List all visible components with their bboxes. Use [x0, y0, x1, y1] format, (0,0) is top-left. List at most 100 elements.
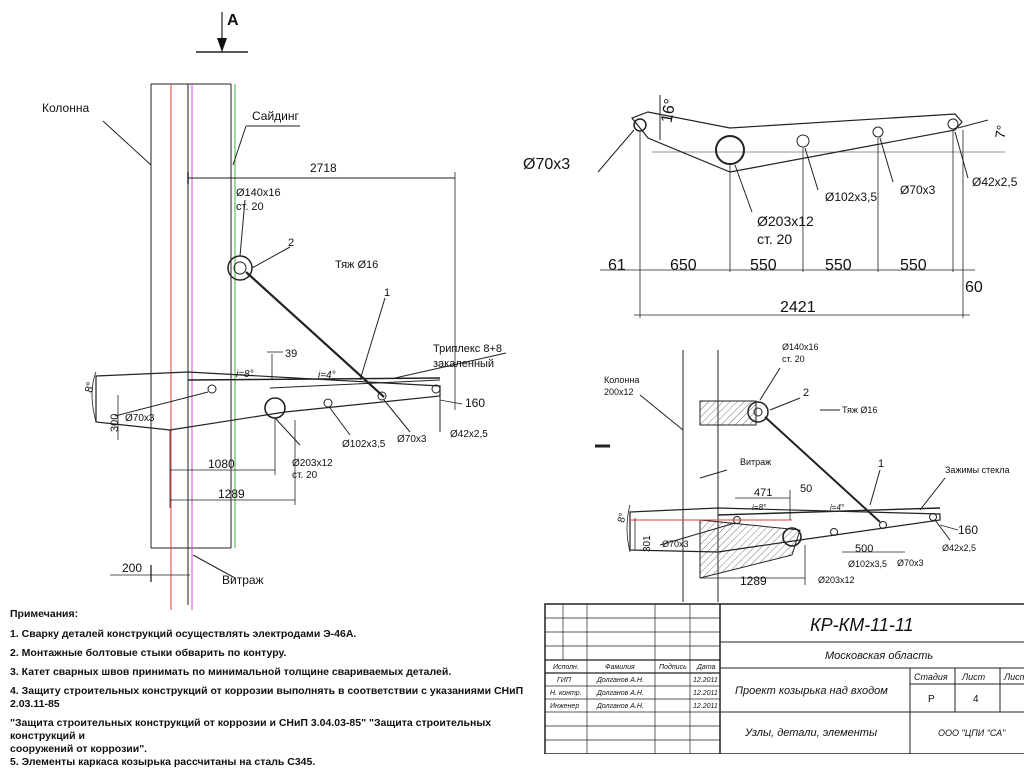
row3-name: Долганов А.Н. — [596, 703, 644, 710]
va-stained-glass-label: Витраж — [740, 457, 771, 467]
va-pipe-203-label: Ø203x12 — [818, 575, 855, 585]
stained-glass-label: Витраж — [222, 573, 264, 587]
dim-2718: 2718 — [310, 161, 337, 175]
va-dim-160: 160 — [958, 523, 978, 537]
title-block — [544, 603, 1024, 754]
stage-value: Р — [928, 694, 935, 705]
row2-role: Н. контр. — [550, 690, 582, 697]
plan-dim-550-c: 550 — [900, 257, 927, 274]
header-name: Фамилия — [605, 664, 635, 671]
plan-pipe-203-label: Ø203x12 — [757, 213, 814, 229]
row3-role: Инженер — [550, 703, 579, 710]
side-section-labels: А Колонна Сайдинг 2718 Ø140x16 ст. 20 2 … — [42, 12, 502, 587]
va-slope-4: i=4° — [830, 503, 845, 512]
plan-dim-550-b: 550 — [825, 257, 852, 274]
glass-label: Триплекс 8+8 — [433, 343, 502, 355]
va-pipe-70-label: Ø70x3 — [662, 539, 689, 549]
va-rod-label: Тяж Ø16 — [842, 405, 877, 415]
drawing-code: КР-КМ-11-11 — [810, 615, 914, 635]
note-5: 5. Элементы каркаса козырька рассчитаны … — [10, 756, 316, 768]
section-title: Узлы, детали, элементы — [744, 727, 877, 739]
project-title: Проект козырька над входом — [735, 685, 888, 697]
dim-1289: 1289 — [218, 487, 245, 501]
va-slope-8: i=8° — [752, 503, 767, 512]
sheet-header: Лист — [961, 672, 986, 682]
pipe-140-steel: ст. 20 — [236, 201, 264, 213]
siding-label: Сайдинг — [252, 109, 300, 123]
note-4-cont: "Защита строительных конструкций от корр… — [10, 717, 492, 742]
view-a-labels: Колонна 200x12 Ø140x16 ст. 20 2 Тяж Ø16 … — [604, 342, 1009, 588]
row1-name: Долганов А.Н. — [596, 677, 644, 684]
row1-role: ГИП — [557, 677, 572, 684]
rod-label: Тяж Ø16 — [335, 259, 378, 271]
row3-date: 12.2011 — [693, 703, 718, 710]
plan-pipe-70-label: Ø70x3 — [523, 156, 570, 173]
title-block-text: КР-КМ-11-11 Московская область Исполн. Ф… — [550, 615, 1024, 739]
pipe-42-label: Ø42x2,5 — [450, 429, 488, 440]
header-sign: Подпись — [659, 663, 687, 671]
va-dim-301: 301 — [642, 535, 653, 552]
note-2: 2. Монтажные болтовые стыки обварить по … — [10, 647, 287, 659]
sheet-value: 4 — [973, 694, 979, 705]
plan-dim-650: 650 — [670, 257, 697, 274]
va-pipe-42-label: Ø42x2,5 — [942, 543, 976, 553]
header-date: Дата — [696, 664, 716, 671]
plan-dim-60: 60 — [965, 279, 983, 296]
view-a — [595, 350, 959, 602]
pipe-70b-label: Ø70x3 — [397, 434, 427, 445]
glass-label-2: закаленный — [433, 358, 494, 370]
notes-title: Примечания: — [10, 608, 79, 620]
note-4: 4. Защиту строительных конструкций от ко… — [10, 685, 524, 710]
pipe-140-label: Ø140x16 — [236, 187, 281, 199]
sheets-header: Лист — [1003, 672, 1024, 682]
slope-4-label: i=4° — [318, 370, 336, 381]
dim-1080: 1080 — [208, 457, 235, 471]
plan-angle-16: 16° — [659, 97, 680, 124]
slope-8-label: i=8° — [236, 369, 254, 380]
pipe-203-steel: ст. 20 — [292, 470, 318, 481]
dim-200: 200 — [122, 561, 142, 575]
organization: ООО "ЦПИ "СА" — [938, 728, 1006, 738]
notes-block: Примечания: 1. Сварку деталей конструкци… — [10, 608, 540, 769]
note-3: 3. Катет сварных швов принимать по миним… — [10, 666, 452, 678]
plan-view — [597, 95, 1005, 318]
column-label: Колонна — [42, 101, 89, 115]
va-pipe-140-steel: ст. 20 — [782, 354, 805, 364]
plan-pipe-203-steel: ст. 20 — [757, 231, 792, 247]
plan-pipe-70b-label: Ø70x3 — [900, 183, 936, 197]
view-marker-a: А — [227, 12, 239, 29]
plan-dim-61: 61 — [608, 257, 626, 274]
row2-name: Долганов А.Н. — [596, 690, 644, 697]
plan-dim-2421: 2421 — [780, 299, 816, 316]
plan-view-labels: Ø70x3 16° 7° Ø42x2,5 Ø102x3,5 Ø70x3 Ø203… — [523, 97, 1018, 316]
side-section-view — [91, 12, 507, 610]
angle-8-label: 8° — [83, 381, 97, 394]
row1-date: 12.2011 — [693, 677, 718, 684]
va-dim-1289: 1289 — [740, 574, 767, 588]
va-position-1: 1 — [878, 458, 884, 470]
va-dim-471: 471 — [754, 487, 772, 499]
va-column-label: Колонна — [604, 375, 639, 385]
va-position-2: 2 — [803, 387, 809, 399]
va-pipe-70b-label: Ø70x3 — [897, 558, 924, 568]
va-dim-500: 500 — [855, 543, 873, 555]
pipe-70-label: Ø70x3 — [125, 413, 155, 424]
position-1-label: 1 — [384, 287, 390, 299]
position-2-label: 2 — [288, 237, 294, 249]
pipe-102-label: Ø102x3,5 — [342, 439, 386, 450]
va-pipe-140-label: Ø140x16 — [782, 342, 819, 352]
region-label: Московская область — [825, 650, 933, 662]
plan-pipe-102-label: Ø102x3,5 — [825, 190, 877, 204]
plan-angle-7: 7° — [992, 124, 1010, 140]
va-column-size: 200x12 — [604, 387, 634, 397]
va-angle-8: 8° — [616, 512, 629, 524]
va-pipe-102-label: Ø102x3,5 — [848, 559, 887, 569]
plan-dim-550-a: 550 — [750, 257, 777, 274]
note-4-cont-2: сооружений от коррозии". — [10, 743, 148, 755]
stage-header: Стадия — [914, 672, 948, 682]
dim-160: 160 — [465, 396, 485, 410]
dim-300: 300 — [109, 414, 121, 432]
va-clamps-label: Зажимы стекла — [945, 465, 1009, 475]
dim-39: 39 — [285, 348, 297, 360]
